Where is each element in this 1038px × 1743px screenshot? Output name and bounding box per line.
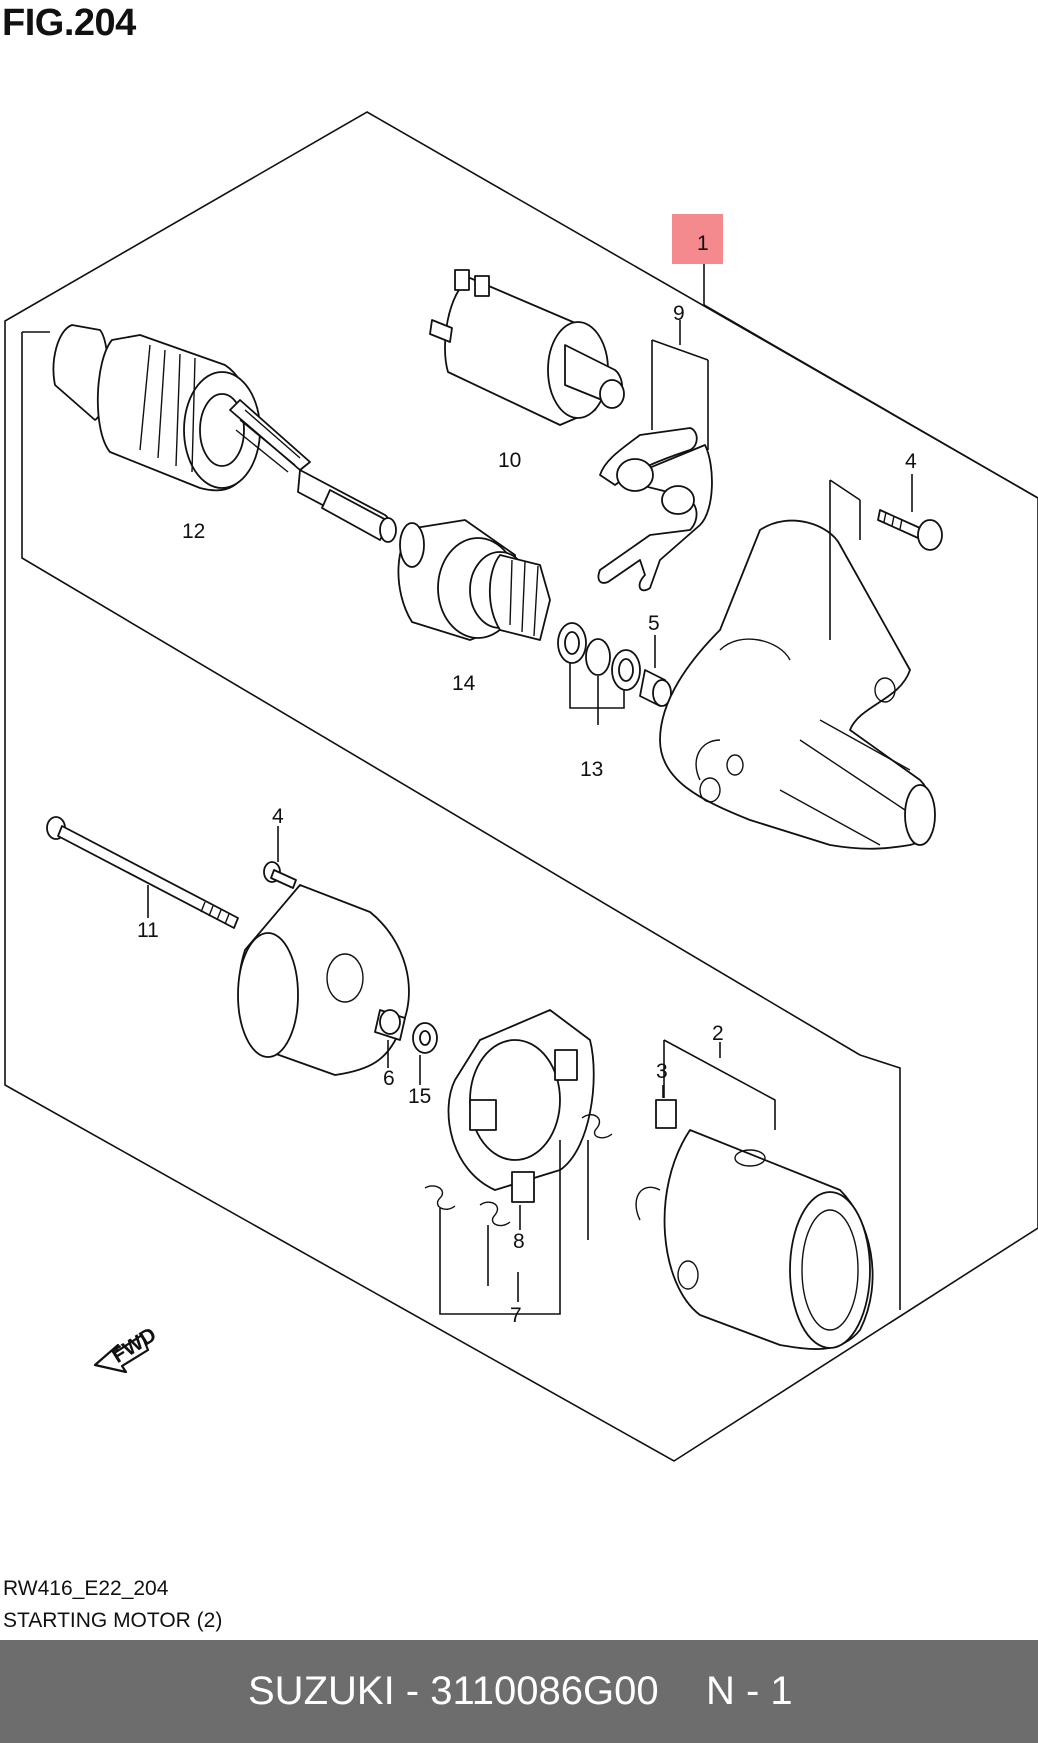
bushing-part-5 [639, 669, 672, 707]
callout-7: 7 [510, 1304, 522, 1327]
callout-12: 12 [182, 520, 205, 543]
callout-1: 1 [697, 232, 709, 255]
callout-3: 3 [656, 1060, 668, 1083]
callout-6: 6 [383, 1067, 395, 1090]
diagram-name: STARTING MOTOR (2) [3, 1609, 223, 1632]
washer-part-15 [412, 1022, 438, 1054]
exploded-parts-diagram: FWD 1 9 10 12 4 5 14 13 4 11 2 3 6 15 8 … [4, 111, 1038, 1462]
brush-springs [424, 1114, 613, 1227]
quantity: N - 1 [706, 1669, 793, 1713]
callout-5: 5 [648, 612, 660, 635]
front-housing [659, 519, 936, 850]
callout-15: 15 [408, 1085, 431, 1108]
brush-holder-part-7 [447, 1009, 595, 1191]
callout-4-lower: 4 [272, 805, 284, 828]
rear-cover [237, 884, 410, 1076]
fwd-arrow-icon: FWD [93, 1323, 161, 1374]
callout-13: 13 [580, 758, 603, 781]
front-group-outline [21, 331, 861, 1056]
retainer-rings-part-13 [557, 622, 641, 691]
terminal-part-3 [655, 1099, 677, 1129]
figure-title: FIG.204 [2, 2, 136, 44]
shift-lever-part-9 [597, 427, 713, 592]
through-bolt-part-11 [46, 816, 239, 929]
callout-11: 11 [137, 919, 159, 942]
assembly-outline [4, 111, 1038, 1462]
callout-1-highlight [672, 214, 723, 264]
callout-10: 10 [498, 449, 521, 472]
callout-4-top: 4 [905, 450, 917, 473]
callout-8: 8 [513, 1230, 525, 1253]
bolt-part-4-top [877, 509, 943, 551]
armature-part-12 [52, 324, 397, 543]
pinion-clutch-part-14 [397, 519, 551, 641]
yoke-part-2 [635, 1129, 874, 1350]
callout-14: 14 [452, 672, 476, 695]
solenoid-part-10 [429, 269, 625, 426]
screw-part-4-lower [263, 861, 297, 889]
bushing-part-6 [374, 1009, 406, 1041]
callout-9: 9 [673, 302, 685, 325]
fwd-label: FWD [108, 1323, 161, 1368]
brush-part-8 [511, 1171, 535, 1203]
diagram-code: RW416_E22_204 [3, 1577, 169, 1600]
footer-bar: SUZUKI - 3110086G00 N - 1 [0, 1640, 1038, 1743]
part-number: SUZUKI - 3110086G00 [248, 1669, 659, 1713]
callout-2: 2 [712, 1022, 724, 1045]
